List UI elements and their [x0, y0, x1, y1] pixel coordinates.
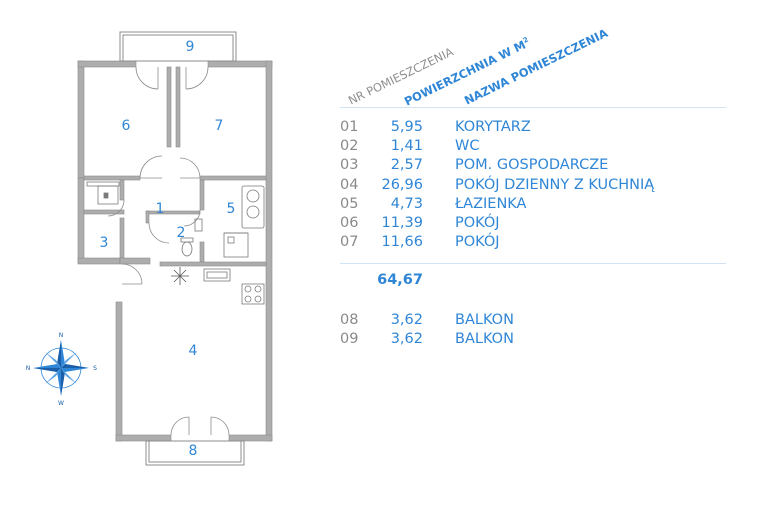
room-number: 03 [340, 157, 359, 174]
room-number: 07 [340, 234, 359, 251]
room-area: 5,95 [390, 119, 423, 135]
room-row: 03 2,57 POM. GOSPODARCZE [340, 157, 760, 176]
header-room-number: NR POMIESZCZENIA [346, 44, 456, 108]
compass-west-label: W [58, 400, 64, 407]
room-row: 04 26,96 POKÓJ DZIENNY Z KUCHNIĄ [340, 177, 760, 196]
balcony-number: 08 [340, 312, 359, 328]
balconies-list: 08 3,62 BALKON 09 3,62 BALKON [340, 312, 760, 350]
room-name: POKÓJ [455, 214, 500, 231]
room-row: 05 4,73 ŁAZIENKA [340, 196, 760, 215]
room-label-2: 2 [177, 225, 186, 241]
compass-north-left-label: N [26, 365, 31, 372]
room-label-3: 3 [100, 235, 109, 251]
room-row: 01 5,95 KORYTARZ [340, 119, 760, 138]
room-area: 1,41 [390, 138, 423, 155]
room-name: KORYTARZ [455, 119, 531, 135]
room-area: 26,96 [381, 176, 423, 193]
compass-north-label: N [59, 332, 64, 339]
room-number: 01 [340, 119, 359, 135]
floor-plan: 1 2 3 4 5 6 7 8 9 N W N S [26, 31, 273, 466]
total-area: 64,67 [377, 272, 423, 288]
room-area: 4,73 [390, 195, 423, 212]
divider-top [340, 107, 726, 108]
divider-total [340, 263, 726, 264]
room-name: POM. GOSPODARCZE [455, 157, 609, 174]
room-number: 04 [340, 176, 359, 193]
room-number: 06 [340, 214, 359, 231]
room-area: 11,66 [381, 234, 423, 251]
balcony-row: 09 3,62 BALKON [340, 331, 760, 350]
balcony-number: 09 [340, 331, 359, 348]
room-name: ŁAZIENKA [455, 195, 527, 212]
compass-icon [33, 340, 89, 396]
balcony-name: BALKON [455, 331, 514, 348]
room-name: WC [455, 138, 480, 155]
room-label-6: 6 [122, 118, 131, 134]
room-area: 11,39 [381, 214, 423, 231]
compass-south-label: S [93, 365, 97, 372]
rooms-list: 01 5,95 KORYTARZ 02 1,41 WC 03 2,57 POM.… [340, 119, 760, 253]
balcony-area: 3,62 [390, 312, 423, 328]
room-label-8: 8 [189, 443, 198, 459]
balcony-name: BALKON [455, 312, 514, 328]
room-row: 07 11,66 POKÓJ [340, 234, 760, 253]
room-number: 02 [340, 138, 359, 155]
room-number: 05 [340, 195, 359, 212]
room-label-1: 1 [156, 201, 165, 217]
room-label-7: 7 [215, 118, 224, 134]
balcony-row: 08 3,62 BALKON [340, 312, 760, 331]
room-label-4: 4 [189, 343, 198, 359]
room-name: POKÓJ DZIENNY Z KUCHNIĄ [455, 176, 655, 193]
room-row: 02 1,41 WC [340, 138, 760, 157]
room-label-5: 5 [227, 201, 236, 217]
room-label-9: 9 [186, 39, 195, 55]
room-row: 06 11,39 POKÓJ [340, 215, 760, 234]
balcony-area: 3,62 [390, 331, 423, 348]
room-name: POKÓJ [455, 234, 500, 251]
room-area: 2,57 [390, 157, 423, 174]
